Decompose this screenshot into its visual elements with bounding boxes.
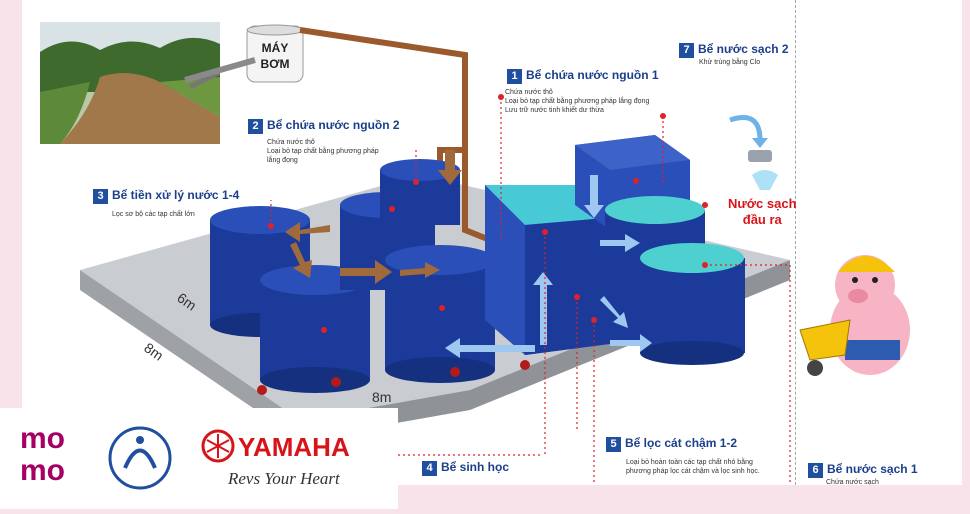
momo-logo-bottom: mo [20,454,65,487]
dimension-label-front: 8m [372,389,391,405]
stage-desc-2: Chứa nước thô Loại bỏ tạp chất bằng phươ… [267,138,379,165]
pump: MÁY BƠM [243,22,307,86]
yamaha-wordmark: YAMAHA [238,432,350,462]
leader-lines [270,97,791,485]
stage-label-3: 3 Bể tiền xử lý nước 1-4 [93,188,239,204]
clean-water-output-label: Nước sạch đầu ra [728,196,797,228]
stage-desc-2-line1: Chứa nước thô [267,139,315,146]
platform-side-left [80,270,300,440]
yamaha-slogan: Revs Your Heart [227,469,341,488]
stage-number-6: 6 [808,463,823,478]
flow-arrows-brown [285,150,462,284]
stage-desc-5-line2: phương pháp lọc cát chậm và lọc sinh học… [626,468,760,475]
stage-title-4: Bể sinh học [441,460,510,474]
stage-number-4: 4 [422,461,437,476]
output-line2: đầu ra [742,212,782,227]
stage-number-7: 7 [679,43,694,58]
flow-arrows-lightblue [445,175,652,358]
pig-mascot [799,255,910,376]
stage-title-5: Bể lọc cát chậm 1-2 [625,436,738,450]
stage-desc-1: Chứa nước thô Loại bỏ tạp chất bằng phươ… [505,88,649,115]
stage-number-1: 1 [507,69,522,84]
momo-logo-top: mo [20,422,65,455]
stage-desc-3: Lọc sơ bộ các tạp chất lớn [112,210,195,219]
pump-label-line2: BƠM [261,57,290,71]
valves [257,360,530,395]
stage-title-1: Bể chứa nước nguồn 1 [526,68,659,82]
faucet-icon [729,115,778,190]
stage-title-6: Bể nước sạch 1 [827,462,918,476]
stage-desc-7-line1: Khử trùng bằng Clo [699,59,761,66]
stage-desc-5: Loại bỏ hoàn toàn các tạp chất nhỏ bằng … [626,458,760,476]
stage-desc-1-line1: Chứa nước thô [505,89,553,96]
stage-title-2: Bể chứa nước nguồn 2 [267,118,400,132]
stage-label-7: 7 Bể nước sạch 2 [679,42,789,58]
stage-number-5: 5 [606,437,621,452]
stage-desc-2-line2: Loại bỏ tạp chất bằng phương pháp [267,148,379,155]
clean-tank-1 [640,243,745,365]
stage-desc-6: Chứa nước sạch [826,478,879,487]
stage-number-2: 2 [248,119,263,134]
stage-desc-7: Khử trùng bằng Clo [699,58,760,67]
stage-label-5: 5 Bể lọc cát chậm 1-2 [606,436,737,452]
stage-desc-3-line1: Lọc sơ bộ các tạp chất lớn [112,211,195,218]
stage-title-3: Bể tiền xử lý nước 1-4 [112,188,240,202]
stage-label-1: 1 Bể chứa nước nguồn 1 [507,68,659,84]
stage-label-6: 6 Bể nước sạch 1 [808,462,918,478]
pump-label-line1: MÁY [262,40,289,55]
stage-desc-2-line3: lắng đọng [267,157,298,164]
stage-title-7: Bể nước sạch 2 [698,42,789,56]
intake-pipe [184,57,256,83]
university-emblem-icon [108,426,172,490]
feed-pipe [462,150,492,243]
stage-label-2: 2 Bể chứa nước nguồn 2 [248,118,400,134]
stage-desc-1-line2: Loại bỏ tạp chất bằng phương pháp lắng đ… [505,98,650,105]
stage-number-3: 3 [93,189,108,204]
yamaha-logo-icon [201,429,235,463]
output-line1: Nước sạch [728,196,797,211]
tank-pretreat-front [385,245,495,383]
stage-desc-6-line1: Chứa nước sạch [826,479,879,486]
sponsor-logo-bar: mo mo YAMAHA Revs Your Heart [0,408,398,509]
river-photo [40,22,220,144]
stage-label-4: 4 Bể sinh học [422,460,509,476]
tank-pretreat-left [260,265,370,393]
panel-divider [795,0,796,485]
stage-desc-1-line3: Lưu trữ nước tinh khiết dư thừa [505,107,604,114]
stage-desc-5-line1: Loại bỏ hoàn toàn các tạp chất nhỏ bằng [626,459,753,466]
